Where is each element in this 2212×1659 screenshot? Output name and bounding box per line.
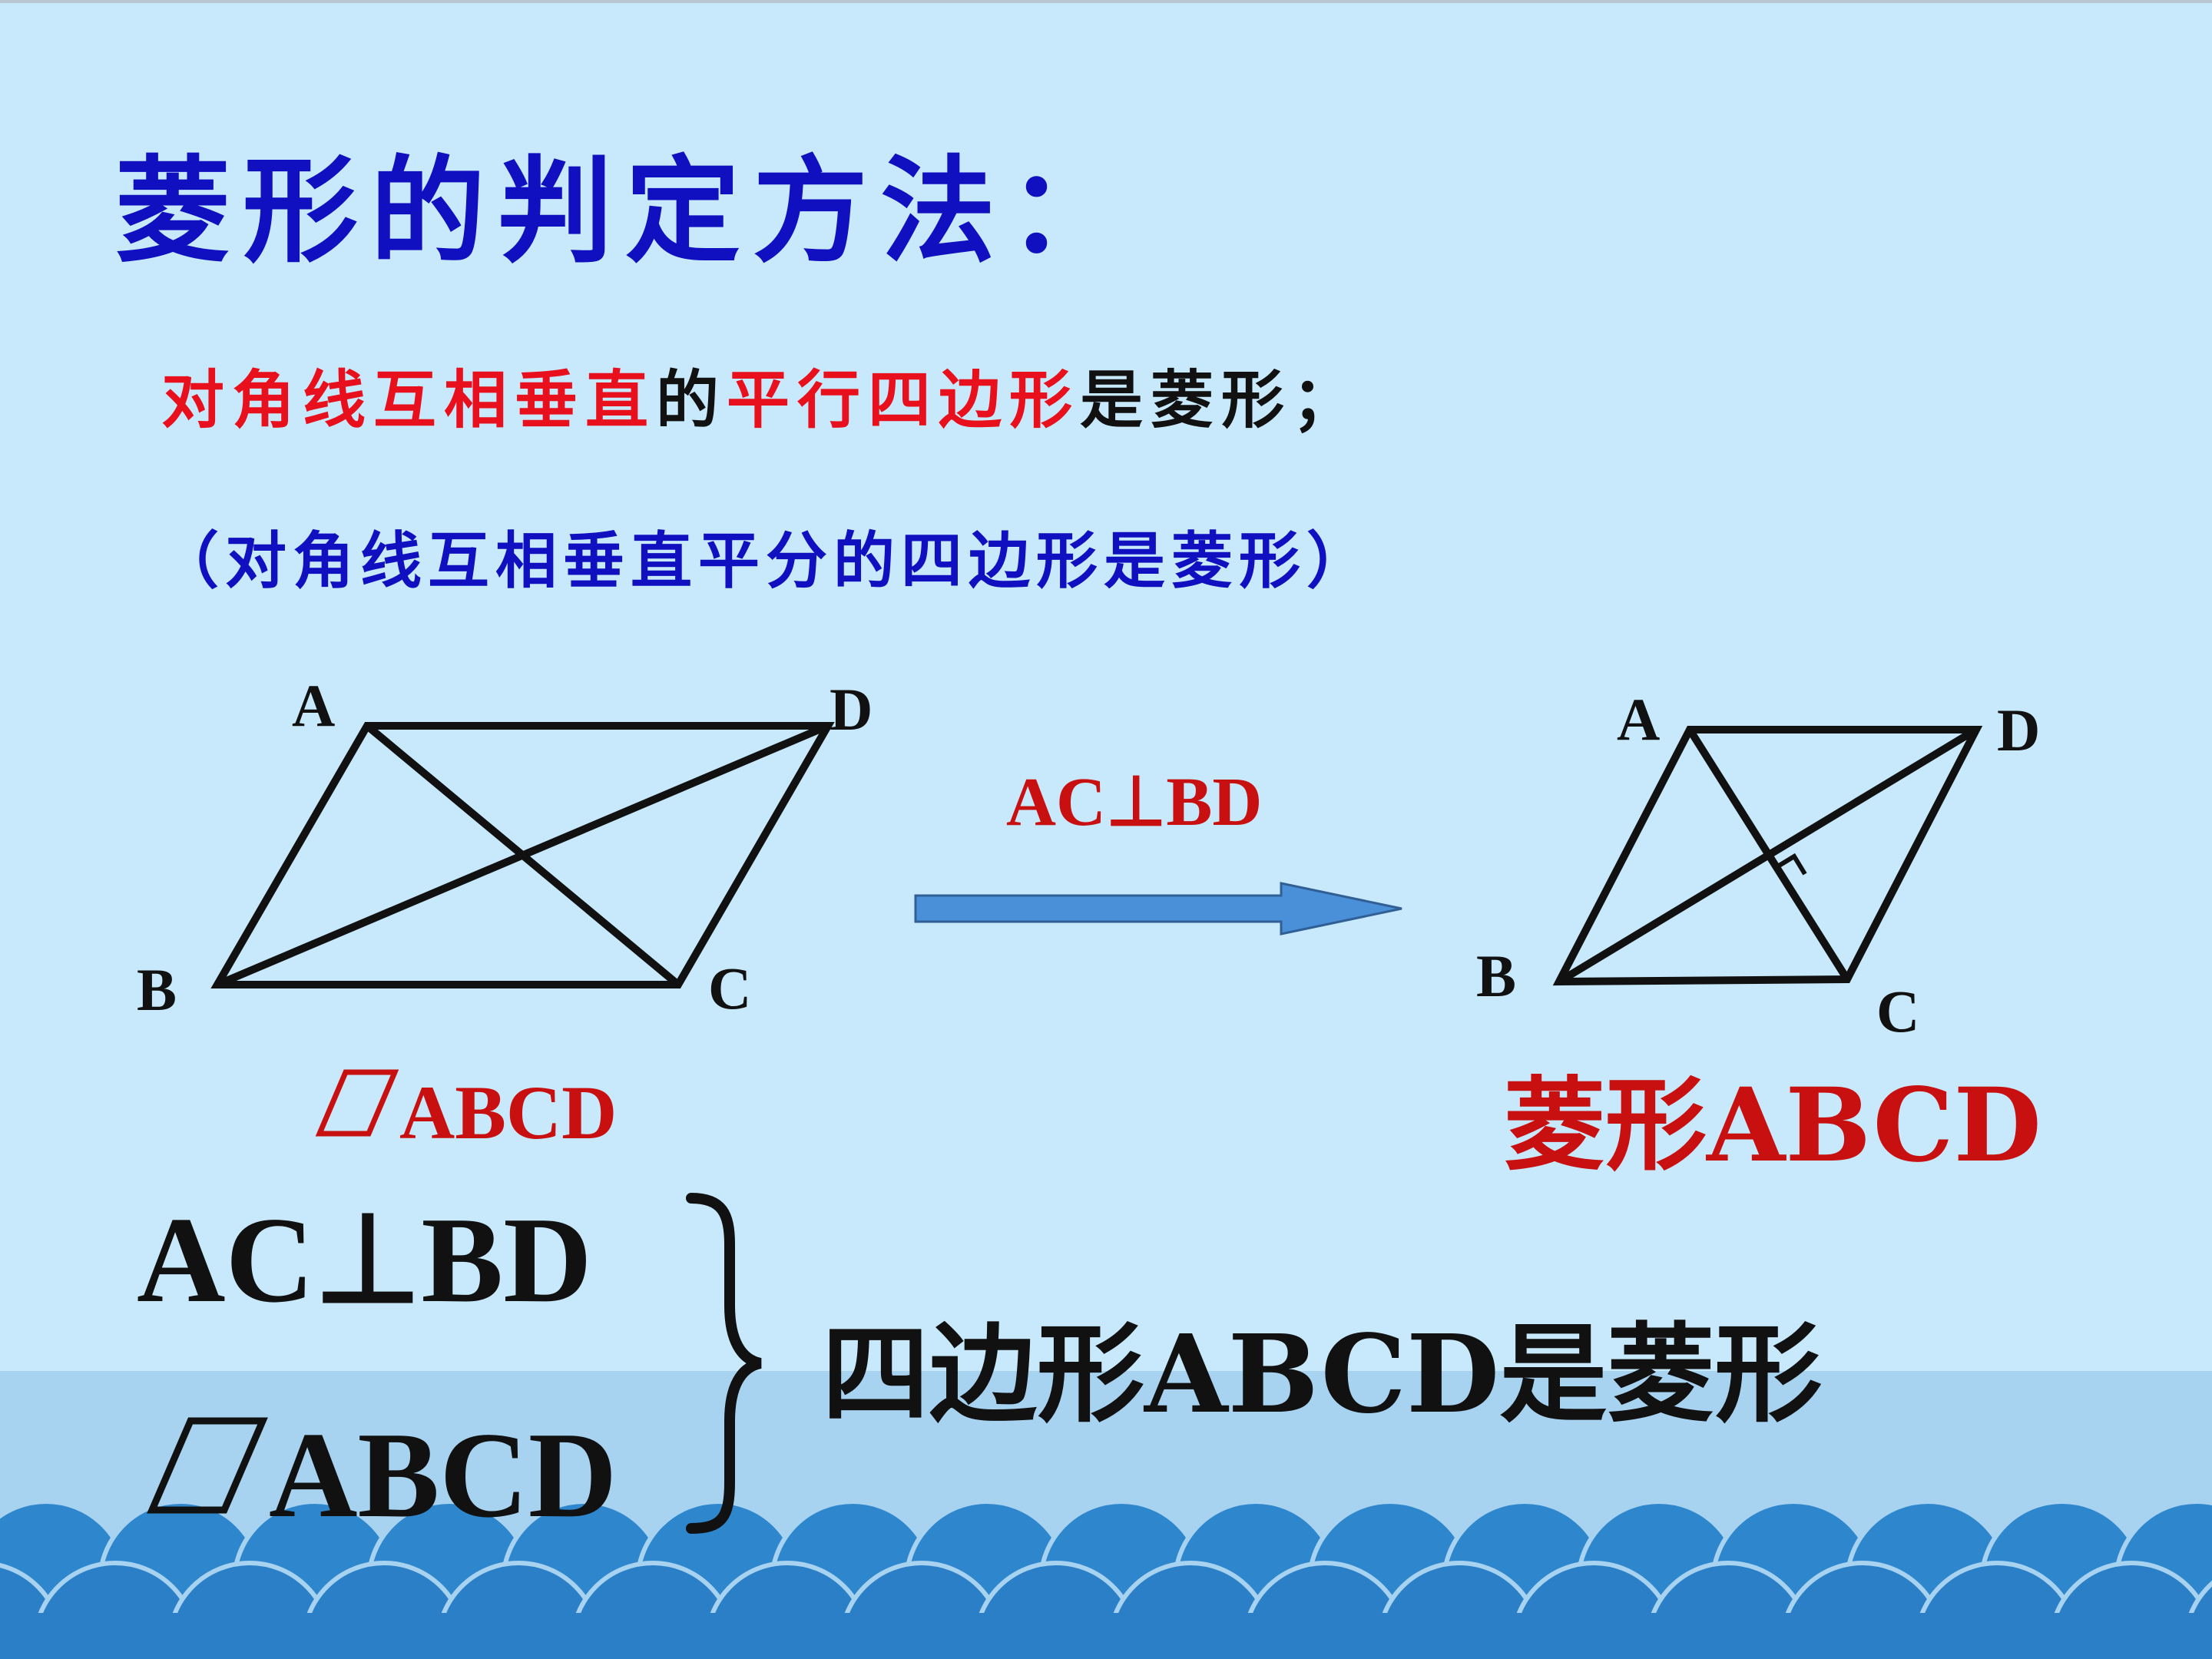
left-vertex-b-label: B <box>137 956 177 1023</box>
note-statement: （对角线互相垂直平分的四边形是菱形） <box>157 525 1374 597</box>
parallelogram-symbol-icon <box>315 1069 399 1137</box>
curly-brace <box>686 1193 762 1534</box>
page-title: 菱形的判定方法： <box>115 144 1136 279</box>
left-figure-name: ABCD <box>315 1068 617 1151</box>
right-vertex-d-label: D <box>1997 697 2041 763</box>
diagonal-bd <box>216 722 830 988</box>
right-vertex-a-label: A <box>1617 686 1661 753</box>
arrow-condition-label: AC⊥BD <box>1006 764 1263 840</box>
left-vertex-d-label: D <box>830 676 873 743</box>
definition-de: 的 <box>656 363 727 437</box>
premise-parallelogram: ABCD <box>146 1413 617 1536</box>
left-vertex-c-label: C <box>708 955 752 1022</box>
right-vertex-c-label: C <box>1876 978 1920 1045</box>
rhombus-diagonal-bd <box>1557 726 1979 985</box>
right-vertex-b-label: B <box>1476 942 1517 1009</box>
definition-statement: 对角线互相垂直的平行四边形是菱形； <box>161 369 1363 432</box>
definition-is-rhombus: 是菱形； <box>1080 363 1363 437</box>
conclusion-statement: 四边形ABCD是菱形 <box>822 1312 1823 1438</box>
right-angle-mark <box>1775 853 1807 876</box>
definition-diagonals-perpendicular: 对角线互相垂直 <box>161 363 657 437</box>
parallelogram-symbol-icon-bottom <box>147 1417 268 1514</box>
premise-perpendicular: AC⊥BD <box>137 1191 592 1328</box>
right-figure-name: 菱形ABCD <box>1504 1066 2041 1185</box>
definition-parallelogram: 平行四边形 <box>727 363 1081 437</box>
premise-parallelogram-text: ABCD <box>269 1406 618 1543</box>
arrow-shape <box>914 882 1402 935</box>
left-figure-name-text: ABCD <box>399 1070 618 1155</box>
left-vertex-a-label: A <box>292 672 336 739</box>
